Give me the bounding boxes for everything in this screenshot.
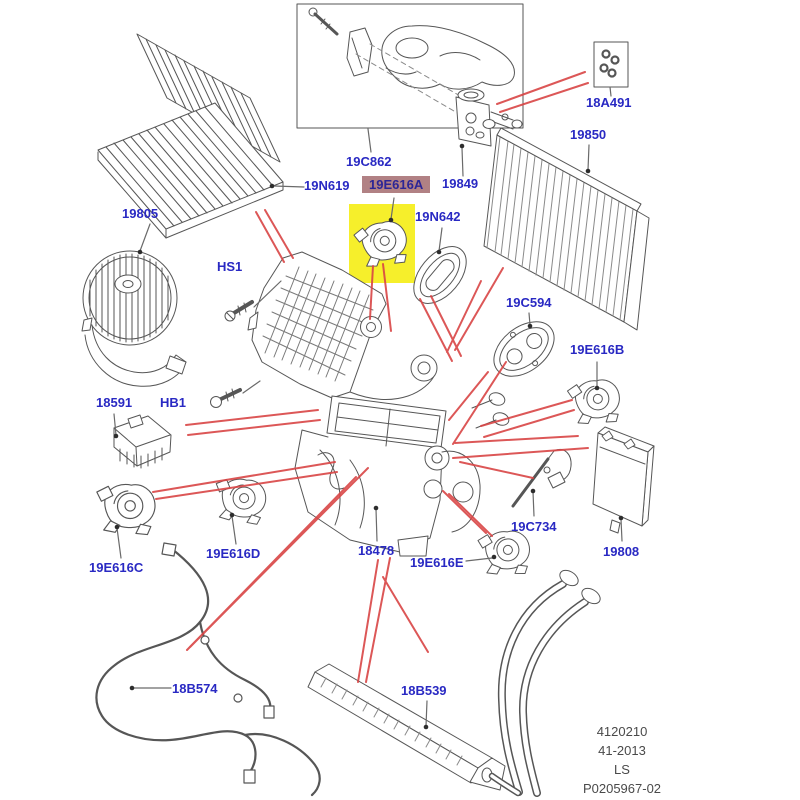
- cabin-filter-lid-drawing: [136, 33, 281, 163]
- part-label-19808: 19808: [603, 544, 640, 559]
- part-label-19c862: 19C862: [346, 154, 392, 169]
- part-label-19e616b: 19E616B: [570, 342, 625, 357]
- part-label-19n619: 19N619: [304, 178, 350, 193]
- actuator-19e616c-drawing: [96, 483, 156, 536]
- evaporator-core-drawing: [475, 119, 650, 331]
- part-label-18a491: 18A491: [586, 95, 632, 110]
- reference-line-1: 4120210: [596, 724, 648, 739]
- resistor-drawing: [113, 414, 172, 469]
- part-label-hb1: HB1: [160, 395, 187, 410]
- coolant-plate-drawing: [493, 321, 555, 377]
- upper-housing-drawing: [247, 251, 438, 400]
- temp-sensor-drawing: [511, 449, 572, 508]
- part-label-19e616d: 19E616D: [206, 546, 261, 561]
- drawing-reference-block: 4120210 41-2013 LS P0205967-02: [552, 722, 692, 798]
- reference-line-2: 41-2013: [598, 743, 646, 758]
- part-label-19850: 19850: [570, 127, 607, 142]
- red-leader-lines: [152, 71, 589, 683]
- part-label-hs1: HS1: [217, 259, 243, 274]
- actuator-19e616e-drawing: [476, 529, 533, 578]
- part-label-19e616a-highlighted: 19E616A: [362, 176, 431, 193]
- part-label-19e616c: 19E616C: [89, 560, 144, 575]
- part-label-18591: 18591: [96, 395, 133, 410]
- bolt-hb1-drawing: [210, 388, 242, 408]
- main-housing-drawing: [294, 392, 510, 557]
- black-leader-lines: [113, 86, 623, 727]
- leader-dots: [113, 143, 624, 730]
- reference-line-3: LS: [614, 762, 630, 777]
- reference-line-4: P0205967-02: [582, 781, 662, 796]
- part-label-19c594: 19C594: [506, 295, 552, 310]
- blower-motor-drawing: [81, 250, 187, 387]
- part-label-19805: 19805: [122, 206, 159, 221]
- part-label-19n642: 19N642: [415, 209, 461, 224]
- part-label-18b574: 18B574: [172, 681, 218, 696]
- screw-hs1-drawing: [224, 300, 254, 322]
- cabin-filter-drawing: [97, 102, 284, 239]
- part-label-19c734: 19C734: [511, 519, 557, 534]
- oring-kit-box-drawing: [593, 41, 629, 88]
- part-label-18b539: 18B539: [401, 683, 447, 698]
- part-label-19849: 19849: [442, 176, 479, 191]
- seal-grommet-drawing: [413, 246, 467, 304]
- heater-pipes-drawing: [488, 569, 601, 797]
- ecu-module-drawing: [592, 426, 655, 534]
- actuator-19e616b-drawing: [566, 376, 624, 429]
- part-label-18478: 18478: [358, 543, 395, 558]
- part-label-19e616e: 19E616E: [410, 555, 464, 570]
- wiring-harness-drawing: [95, 542, 321, 797]
